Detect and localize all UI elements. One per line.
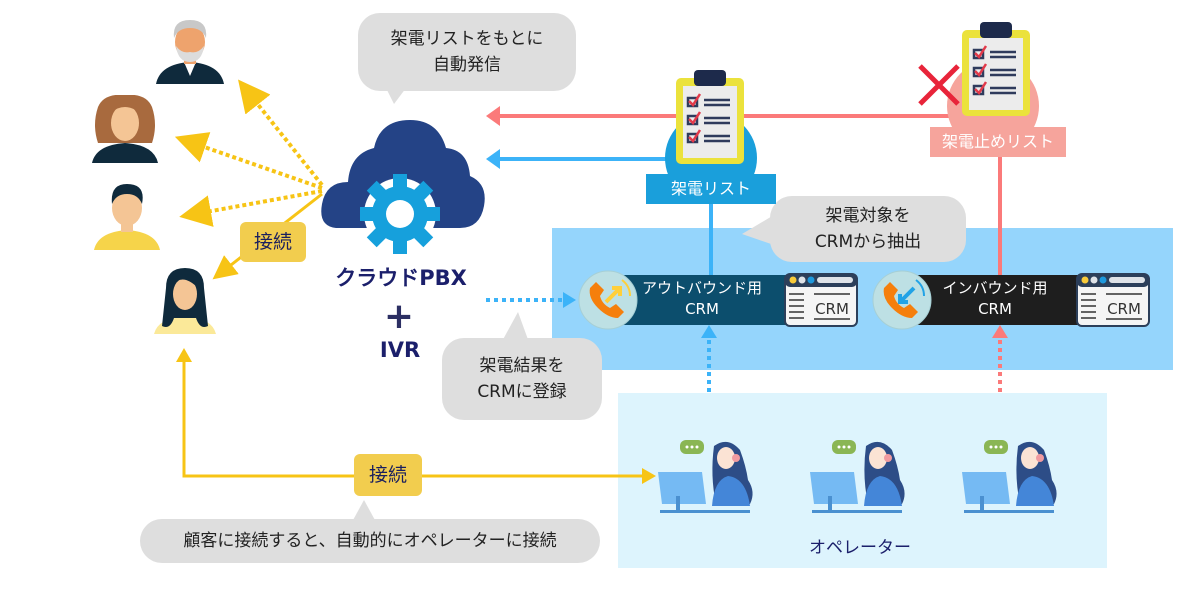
stop-list-clipboard-icon (962, 22, 1030, 116)
cross-icon (918, 64, 960, 106)
inbound-crm-window-icon: CRM (1076, 273, 1150, 327)
connect-badge: 接続 (240, 222, 306, 262)
ivr-label: IVR (379, 338, 421, 362)
crm-icon-text: CRM (815, 300, 849, 318)
bubble-line: CRMに登録 (477, 382, 567, 402)
auto-dial-bubble: 架電リストをもとに 自動発信 (358, 13, 576, 91)
pbx-label: クラウドPBX (335, 266, 467, 290)
operator-icon (962, 440, 1057, 513)
outbound-phone-icon (578, 270, 638, 330)
customer-young-man-icon (94, 184, 160, 250)
crm-line: CRM (978, 300, 1012, 318)
operator-icon (658, 440, 753, 513)
extract-from-crm-bubble: 架電対象を CRMから抽出 (770, 196, 966, 262)
bubble-line: 架電対象を (825, 206, 911, 226)
bubble-tail (386, 88, 406, 104)
inbound-crm-bar: インバウンド用 CRM (905, 275, 1085, 325)
operator-connect-path (176, 348, 656, 484)
bubble-line: 自動発信 (433, 55, 501, 75)
register-result-arrow (486, 292, 576, 308)
outbound-crm-bar: アウトバウンド用 CRM (612, 275, 792, 325)
call-list-clipboard-icon (676, 70, 744, 164)
customer-curly-woman-icon (92, 95, 158, 163)
bubble-tail (742, 215, 774, 245)
crm-line: インバウンド用 (942, 279, 1048, 297)
outbound-crm-window-icon: CRM (784, 273, 858, 327)
customer-elderly-man-icon (156, 20, 224, 84)
bubble-tail (352, 500, 376, 522)
plus-sign: + (383, 296, 415, 337)
customer-long-hair-woman-icon (154, 268, 216, 334)
bubble-line: 架電リストをもとに (390, 29, 544, 49)
stop-list-label: 架電止めリスト (930, 127, 1066, 157)
crm-line: CRM (685, 300, 719, 318)
bubble-line: 架電結果を (479, 356, 565, 376)
call-list-arrow (486, 149, 680, 169)
bubble-line: CRMから抽出 (814, 232, 922, 252)
auto-connect-bubble: 顧客に接続すると、自動的にオペレーターに接続 (140, 519, 600, 563)
register-result-bubble: 架電結果を CRMに登録 (442, 338, 602, 420)
bubble-tail (500, 312, 530, 345)
crm-line: アウトバウンド用 (641, 279, 762, 297)
connect-badge: 接続 (354, 454, 422, 496)
cloud-pbx-icon (321, 120, 485, 254)
operator-icon (810, 440, 905, 513)
dial-arrows (174, 79, 324, 227)
operator-label: オペレーター (809, 538, 911, 558)
call-list-label: 架電リスト (646, 174, 776, 204)
inbound-phone-icon (872, 270, 932, 330)
crm-icon-text: CRM (1107, 300, 1141, 318)
operator-to-outbound-arrow (701, 325, 717, 392)
operator-to-inbound-arrow (992, 325, 1008, 392)
